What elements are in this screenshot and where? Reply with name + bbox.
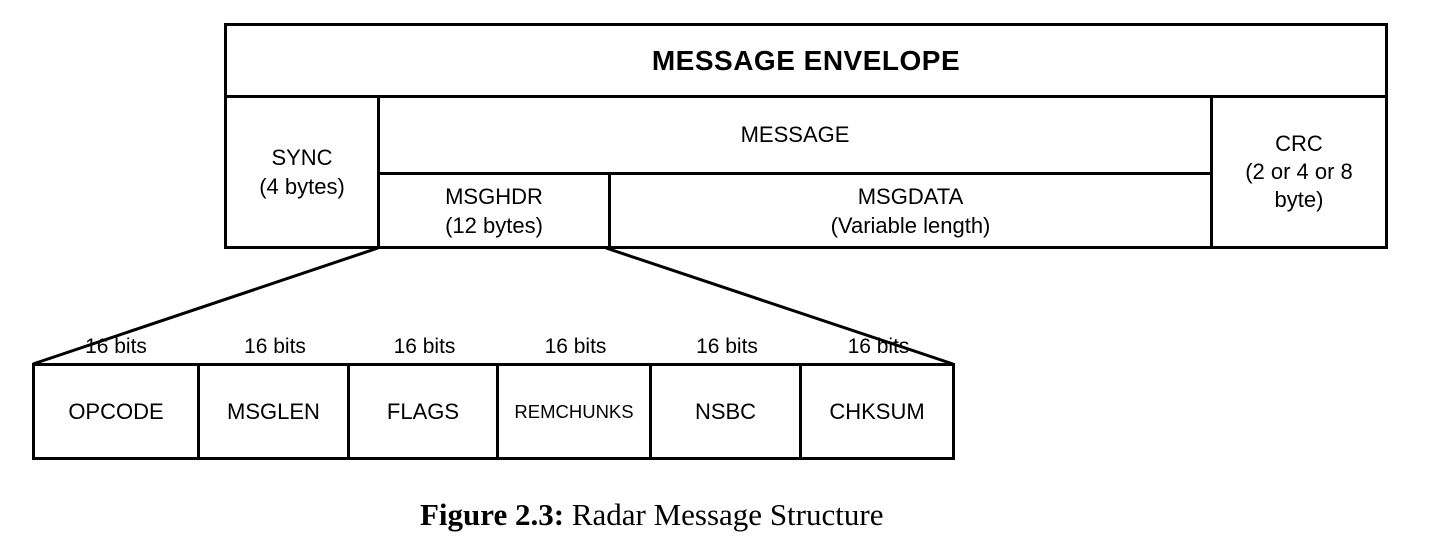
sync-box: SYNC (4 bytes): [224, 95, 380, 249]
field-msglen: MSGLEN: [200, 366, 350, 457]
field-flags: FLAGS: [350, 366, 499, 457]
figure-caption: Figure 2.3: Radar Message Structure: [420, 497, 883, 533]
message-envelope-title: MESSAGE ENVELOPE: [651, 44, 961, 76]
field-nsbc: NSBC: [652, 366, 802, 457]
figure-caption-number: Figure 2.3:: [420, 497, 565, 532]
field-remchunks: REMCHUNKS: [499, 366, 652, 457]
field-opcode: OPCODE: [35, 366, 200, 457]
msghdr-box: MSGHDR (12 bytes): [380, 175, 611, 246]
bit-width-label: 16 bits: [393, 335, 456, 358]
figure-caption-text: Radar Message Structure: [564, 497, 884, 532]
msghdr-fields-row: OPCODE MSGLEN FLAGS REMCHUNKS NSBC CHKSU…: [32, 363, 955, 460]
bit-width-label: 16 bits: [544, 335, 607, 358]
crc-label: CRC (2 or 4 or 8 byte): [1245, 131, 1353, 212]
bit-width-labels: 16 bits 16 bits 16 bits 16 bits 16 bits …: [32, 335, 955, 361]
message-label-area: MESSAGE: [380, 98, 1210, 175]
bit-width-label: 16 bits: [847, 335, 910, 358]
msghdr-label: MSGHDR (12 bytes): [445, 183, 543, 238]
sync-label: SYNC (4 bytes): [259, 145, 345, 199]
field-chksum: CHKSUM: [829, 398, 925, 424]
bit-width-label: 16 bits: [696, 335, 758, 358]
crc-box: CRC (2 or 4 or 8 byte): [1210, 95, 1388, 249]
msgdata-label: MSGDATA (Variable length): [830, 183, 991, 238]
envelope-fields-row: SYNC (4 bytes) MESSAGE MSGHDR (12 bytes)…: [224, 95, 1388, 249]
bit-width-label: 16 bits: [85, 335, 147, 358]
msgdata-box: MSGDATA (Variable length): [611, 175, 1210, 246]
message-subdivision: MSGHDR (12 bytes) MSGDATA (Variable leng…: [380, 175, 1210, 246]
message-box: MESSAGE MSGHDR (12 bytes) MSGDATA (Varia…: [377, 95, 1213, 249]
bit-width-label: 16 bits: [244, 335, 306, 358]
message-label: MESSAGE: [740, 122, 850, 147]
message-envelope-box: MESSAGE ENVELOPE: [224, 23, 1388, 98]
